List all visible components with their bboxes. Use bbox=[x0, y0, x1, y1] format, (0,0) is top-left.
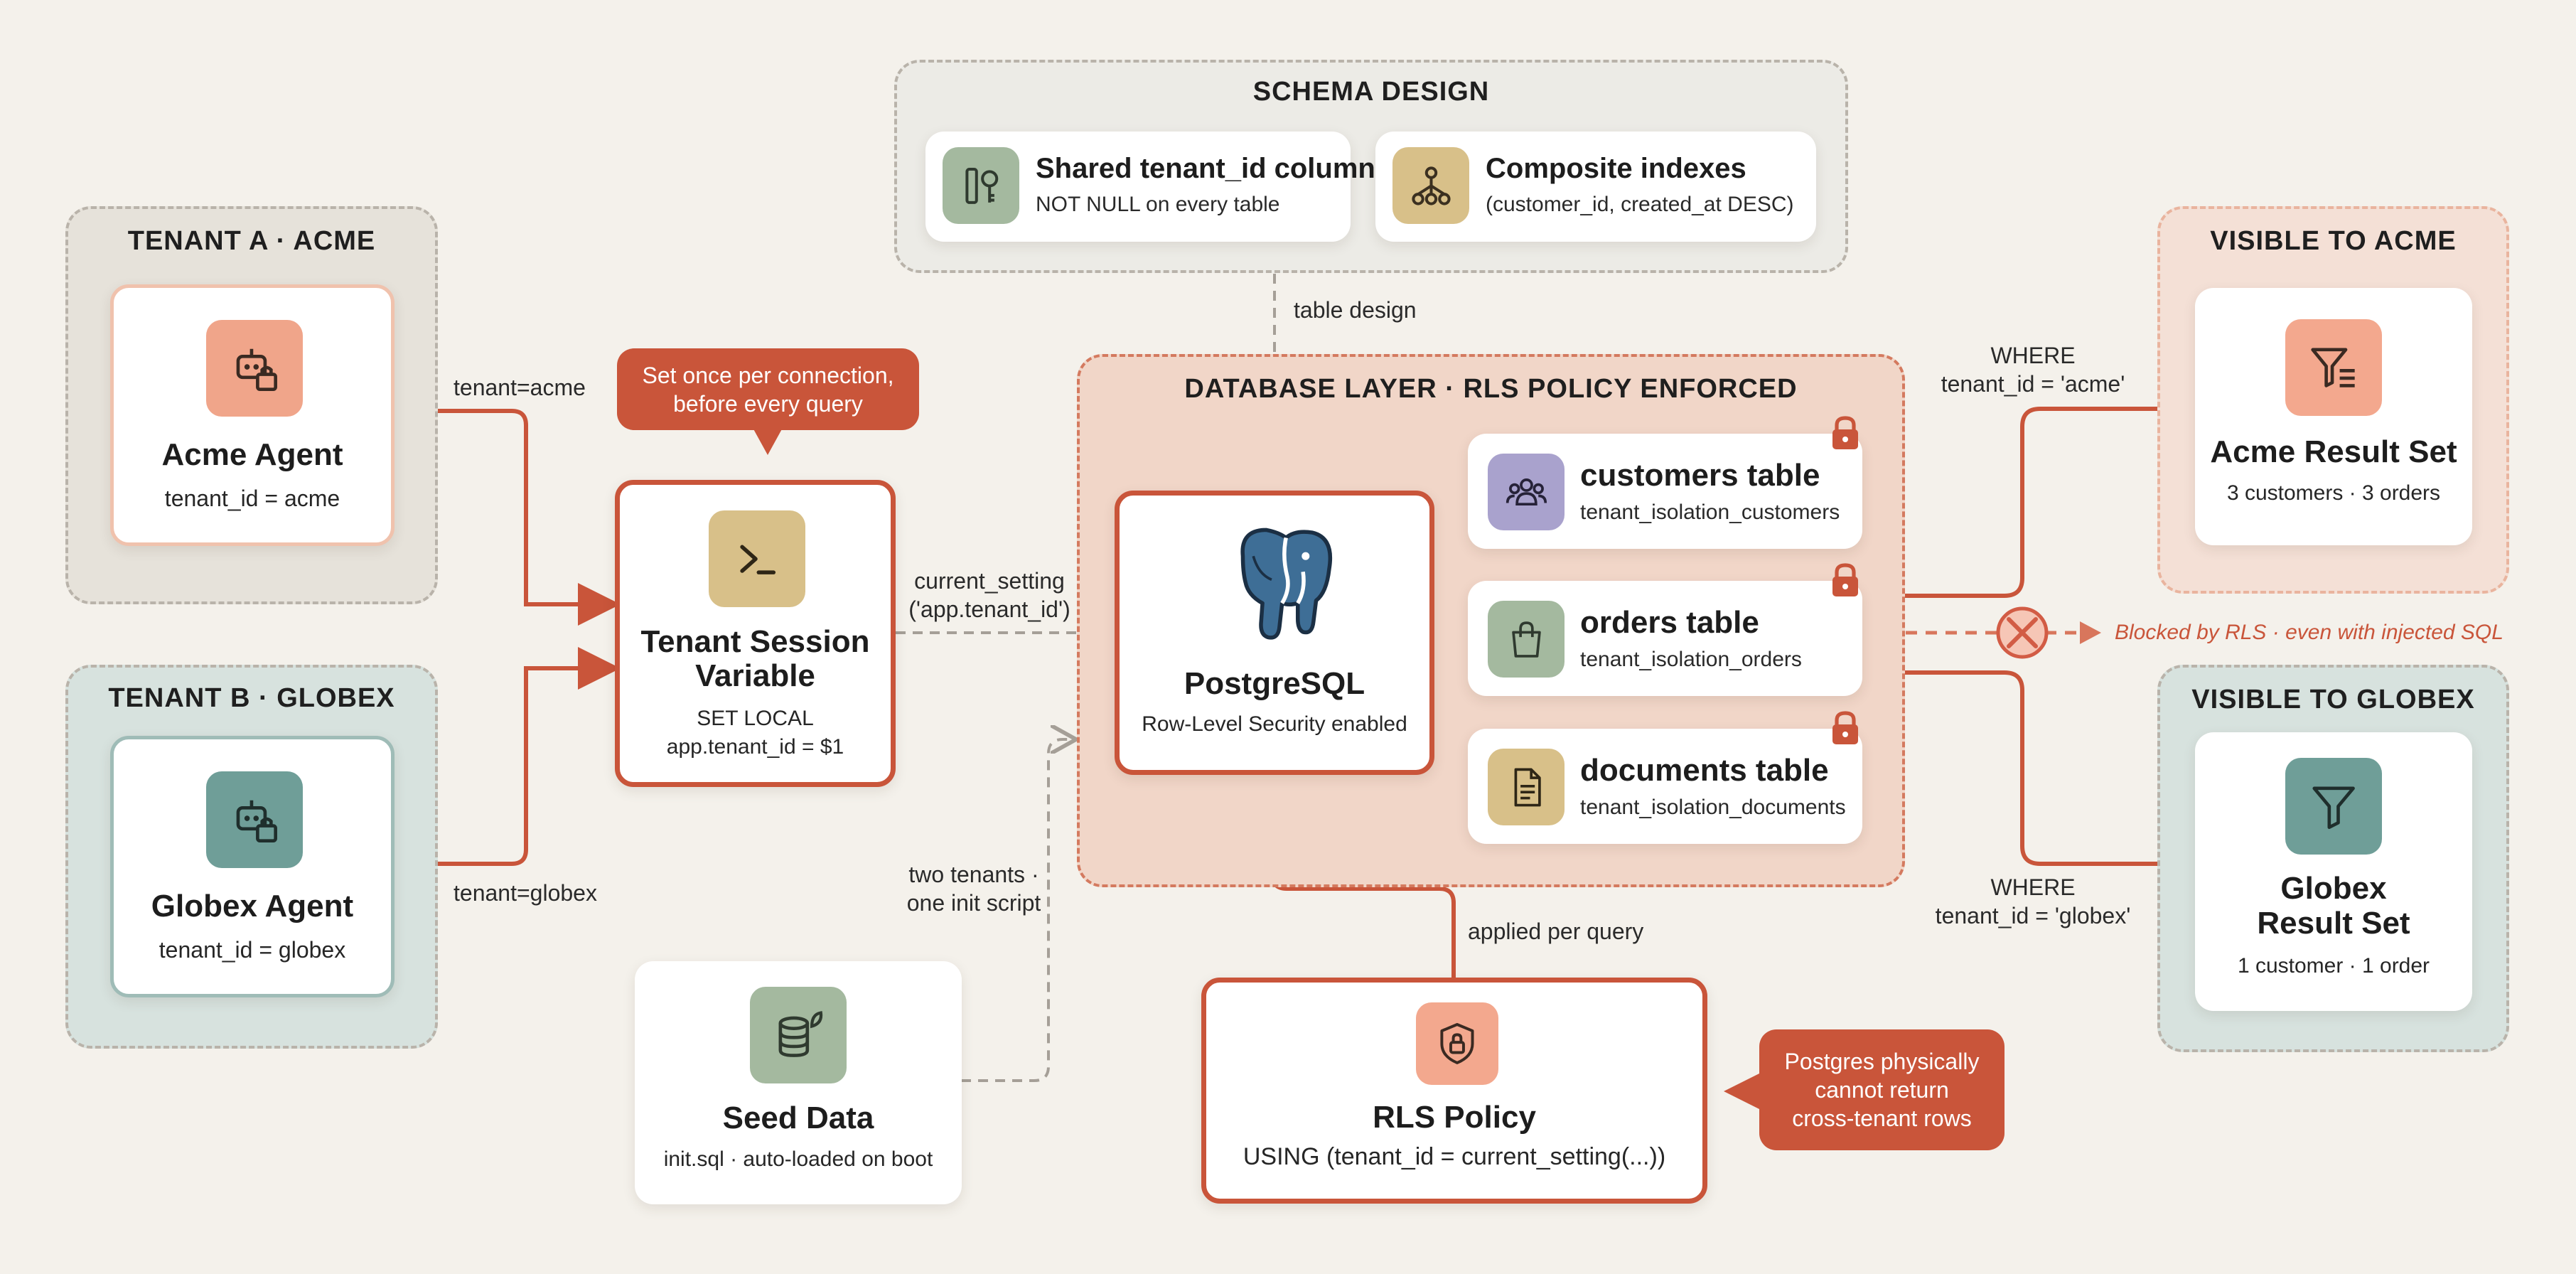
rls-callout-line1: Postgres physically bbox=[1784, 1049, 1980, 1074]
globex-result-sub: 1 customer · 1 order bbox=[2237, 954, 2430, 978]
rls-callout-pointer bbox=[1724, 1074, 1759, 1109]
acme-result-sub: 3 customers · 3 orders bbox=[2226, 481, 2441, 505]
tenant-b-title: TENANT B · GLOBEX bbox=[108, 683, 395, 713]
session-callout: Set once per connection, before every qu… bbox=[617, 348, 919, 430]
session-callout-line2: before every query bbox=[673, 390, 863, 417]
edge-db-to-globex bbox=[1905, 670, 2206, 885]
label-two-tenants: two tenants · one init script bbox=[881, 860, 1066, 917]
label-current-setting-line1: current_setting bbox=[914, 568, 1065, 594]
label-current-setting: current_setting ('app.tenant_id') bbox=[897, 567, 1082, 623]
shield-lock-icon bbox=[1416, 1002, 1498, 1085]
session-title-line2: Variable bbox=[695, 658, 815, 693]
session-callout-line1: Set once per connection, bbox=[642, 362, 894, 388]
orders-table-title: orders table bbox=[1580, 605, 1759, 640]
robot-icon bbox=[206, 320, 303, 417]
customers-table-title: customers table bbox=[1580, 458, 1820, 493]
globex-agent-card: Globex Agent tenant_id = globex bbox=[110, 736, 395, 997]
filter-list-icon bbox=[2285, 319, 2382, 416]
postgresql-card: PostgreSQL Row-Level Security enabled bbox=[1115, 491, 1434, 775]
acme-result-set-card: Acme Result Set 3 customers · 3 orders bbox=[2195, 288, 2472, 545]
globex-agent-title: Globex Agent bbox=[151, 889, 354, 924]
rls-callout-line3: cross-tenant rows bbox=[1792, 1106, 1972, 1131]
edge-db-to-acme bbox=[1905, 387, 2206, 598]
documents-table-policy: tenant_isolation_documents bbox=[1580, 796, 1846, 819]
rls-policy-sub: USING (tenant_id = current_setting(...)) bbox=[1243, 1143, 1666, 1170]
database-seed-icon bbox=[750, 987, 847, 1083]
label-table-design: table design bbox=[1294, 297, 1417, 323]
postgres-sub: Row-Level Security enabled bbox=[1142, 712, 1407, 736]
tenant-a-title: TENANT A · ACME bbox=[127, 226, 376, 256]
edge-acme-to-session bbox=[395, 409, 621, 626]
terminal-icon bbox=[709, 510, 805, 607]
lock-icon bbox=[1830, 562, 1861, 598]
hierarchy-index-icon bbox=[1392, 147, 1469, 224]
session-callout-pointer bbox=[752, 427, 783, 455]
blocked-x-icon bbox=[1996, 606, 2049, 659]
label-where-acme-line2: tenant_id = 'acme' bbox=[1941, 371, 2125, 397]
globex-result-title-line1: Globex bbox=[2280, 871, 2387, 906]
users-group-icon bbox=[1488, 454, 1565, 530]
key-column-icon bbox=[943, 147, 1019, 224]
label-blocked: Blocked by RLS · even with injected SQL bbox=[2115, 621, 2503, 644]
postgres-title: PostgreSQL bbox=[1184, 666, 1365, 701]
visible-globex-title: VISIBLE TO GLOBEX bbox=[2191, 685, 2475, 714]
blocked-arrowhead bbox=[2080, 621, 2101, 644]
customers-table-policy: tenant_isolation_customers bbox=[1580, 500, 1840, 524]
seed-data-title: Seed Data bbox=[722, 1101, 874, 1135]
acme-agent-sub: tenant_id = acme bbox=[164, 486, 340, 511]
label-two-tenants-line2: one init script bbox=[906, 890, 1041, 916]
globex-result-title-line2: Result Set bbox=[2257, 906, 2410, 941]
postgres-elephant-icon bbox=[1214, 517, 1345, 648]
composite-indexes-title: Composite indexes bbox=[1486, 153, 1746, 184]
documents-table-title: documents table bbox=[1580, 753, 1829, 788]
rls-policy-title: RLS Policy bbox=[1373, 1100, 1536, 1135]
visible-acme-title: VISIBLE TO ACME bbox=[2210, 226, 2457, 256]
label-where-acme-line1: WHERE bbox=[1990, 343, 2076, 368]
session-title-line1: Tenant Session bbox=[640, 624, 870, 659]
globex-agent-sub: tenant_id = globex bbox=[159, 937, 346, 963]
label-tenant-globex: tenant=globex bbox=[454, 880, 597, 906]
acme-result-title: Acme Result Set bbox=[2210, 434, 2457, 469]
label-where-globex: WHERE tenant_id = 'globex' bbox=[1912, 873, 2154, 930]
tenant-session-variable-card: Tenant Session Variable SET LOCAL app.te… bbox=[615, 480, 896, 787]
label-applied-per-query: applied per query bbox=[1468, 919, 1644, 944]
lock-icon bbox=[1830, 415, 1861, 451]
shared-column-title: Shared tenant_id column bbox=[1036, 153, 1375, 184]
label-where-acme: WHERE tenant_id = 'acme' bbox=[1912, 341, 2154, 398]
orders-table-policy: tenant_isolation_orders bbox=[1580, 648, 1802, 671]
edge-globex-to-session bbox=[395, 647, 621, 866]
database-layer-title: DATABASE LAYER · RLS POLICY ENFORCED bbox=[1184, 374, 1798, 404]
rls-callout-line2: cannot return bbox=[1815, 1077, 1949, 1103]
document-icon bbox=[1488, 749, 1565, 825]
label-current-setting-line2: ('app.tenant_id') bbox=[908, 596, 1070, 622]
schema-design-title: SCHEMA DESIGN bbox=[1252, 77, 1490, 107]
orders-table-card: orders table tenant_isolation_orders bbox=[1468, 563, 1862, 696]
customers-table-card: customers table tenant_isolation_custome… bbox=[1468, 416, 1862, 549]
lock-icon bbox=[1830, 710, 1861, 746]
acme-agent-title: Acme Agent bbox=[161, 437, 343, 472]
rls-policy-card: RLS Policy USING (tenant_id = current_se… bbox=[1201, 978, 1707, 1204]
acme-agent-card: Acme Agent tenant_id = acme bbox=[110, 284, 395, 546]
composite-indexes-sub: (customer_id, created_at DESC) bbox=[1486, 193, 1794, 216]
seed-data-card: Seed Data init.sql · auto-loaded on boot bbox=[635, 961, 962, 1204]
shopping-bag-icon bbox=[1488, 601, 1565, 678]
documents-table-card: documents table tenant_isolation_documen… bbox=[1468, 711, 1862, 844]
label-where-globex-line2: tenant_id = 'globex' bbox=[1935, 903, 2131, 928]
filter-icon bbox=[2285, 758, 2382, 855]
seed-data-sub: init.sql · auto-loaded on boot bbox=[663, 1147, 933, 1171]
label-tenant-acme: tenant=acme bbox=[454, 375, 586, 400]
globex-result-set-card: Globex Result Set 1 customer · 1 order bbox=[2195, 732, 2472, 1011]
robot-icon bbox=[206, 771, 303, 868]
schema-card-composite-indexes: Composite indexes (customer_id, created_… bbox=[1375, 132, 1816, 242]
label-where-globex-line1: WHERE bbox=[1990, 874, 2076, 900]
schema-card-shared-column: Shared tenant_id column NOT NULL on ever… bbox=[925, 132, 1375, 242]
session-sub-line1: SET LOCAL bbox=[697, 707, 814, 730]
shared-column-sub: NOT NULL on every table bbox=[1036, 193, 1280, 216]
session-sub-line2: app.tenant_id = $1 bbox=[666, 735, 844, 759]
label-two-tenants-line1: two tenants · bbox=[908, 862, 1039, 887]
rls-callout: Postgres physically cannot return cross-… bbox=[1759, 1029, 2005, 1150]
